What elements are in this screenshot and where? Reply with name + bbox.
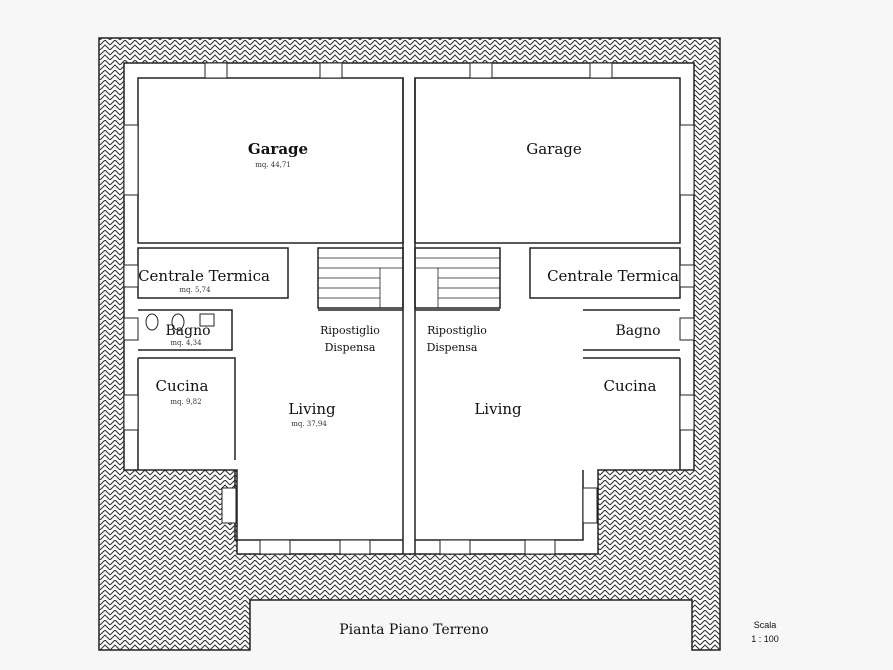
room-label-ripostiglio-right: Ripostiglio — [427, 324, 487, 337]
windows — [123, 62, 695, 555]
room-label-ripostiglio-left: Ripostiglio — [320, 324, 380, 337]
room-sub-dispensa-right: Dispensa — [427, 341, 478, 354]
scale-label: Scala — [754, 620, 777, 630]
room-label-bagno-right: Bagno — [615, 323, 660, 339]
room-label-bagno-left: Bagno — [165, 323, 210, 339]
room-label-cucina-right: Cucina — [604, 377, 657, 395]
stair-treads — [318, 257, 500, 308]
room-label-cucina-left: Cucina — [156, 377, 209, 395]
room-label-centrale-left: Centrale Termica — [138, 267, 270, 285]
room-area-cucina-left: mq. 9,82 — [170, 398, 201, 406]
room-area-living-left: mq. 37,94 — [291, 420, 327, 428]
room-area-centrale-left: mq. 5,74 — [179, 286, 211, 294]
room-label-garage-right: Garage — [526, 140, 582, 158]
room-label-centrale-right: Centrale Termica — [547, 267, 679, 285]
room-label-garage-left: Garage — [248, 140, 308, 158]
scale-value: 1 : 100 — [751, 634, 779, 644]
room-label-living-right: Living — [474, 400, 522, 418]
room-area-bagno-left: mq. 4,34 — [170, 339, 202, 347]
room-label-living-left: Living — [288, 400, 336, 418]
building-interior — [123, 62, 695, 555]
room-area-garage-left: mq. 44,71 — [255, 161, 291, 169]
drawing-title: Pianta Piano Terreno — [339, 622, 488, 638]
bathroom-fixtures-icon — [145, 313, 215, 331]
room-sub-dispensa-left: Dispensa — [325, 341, 376, 354]
